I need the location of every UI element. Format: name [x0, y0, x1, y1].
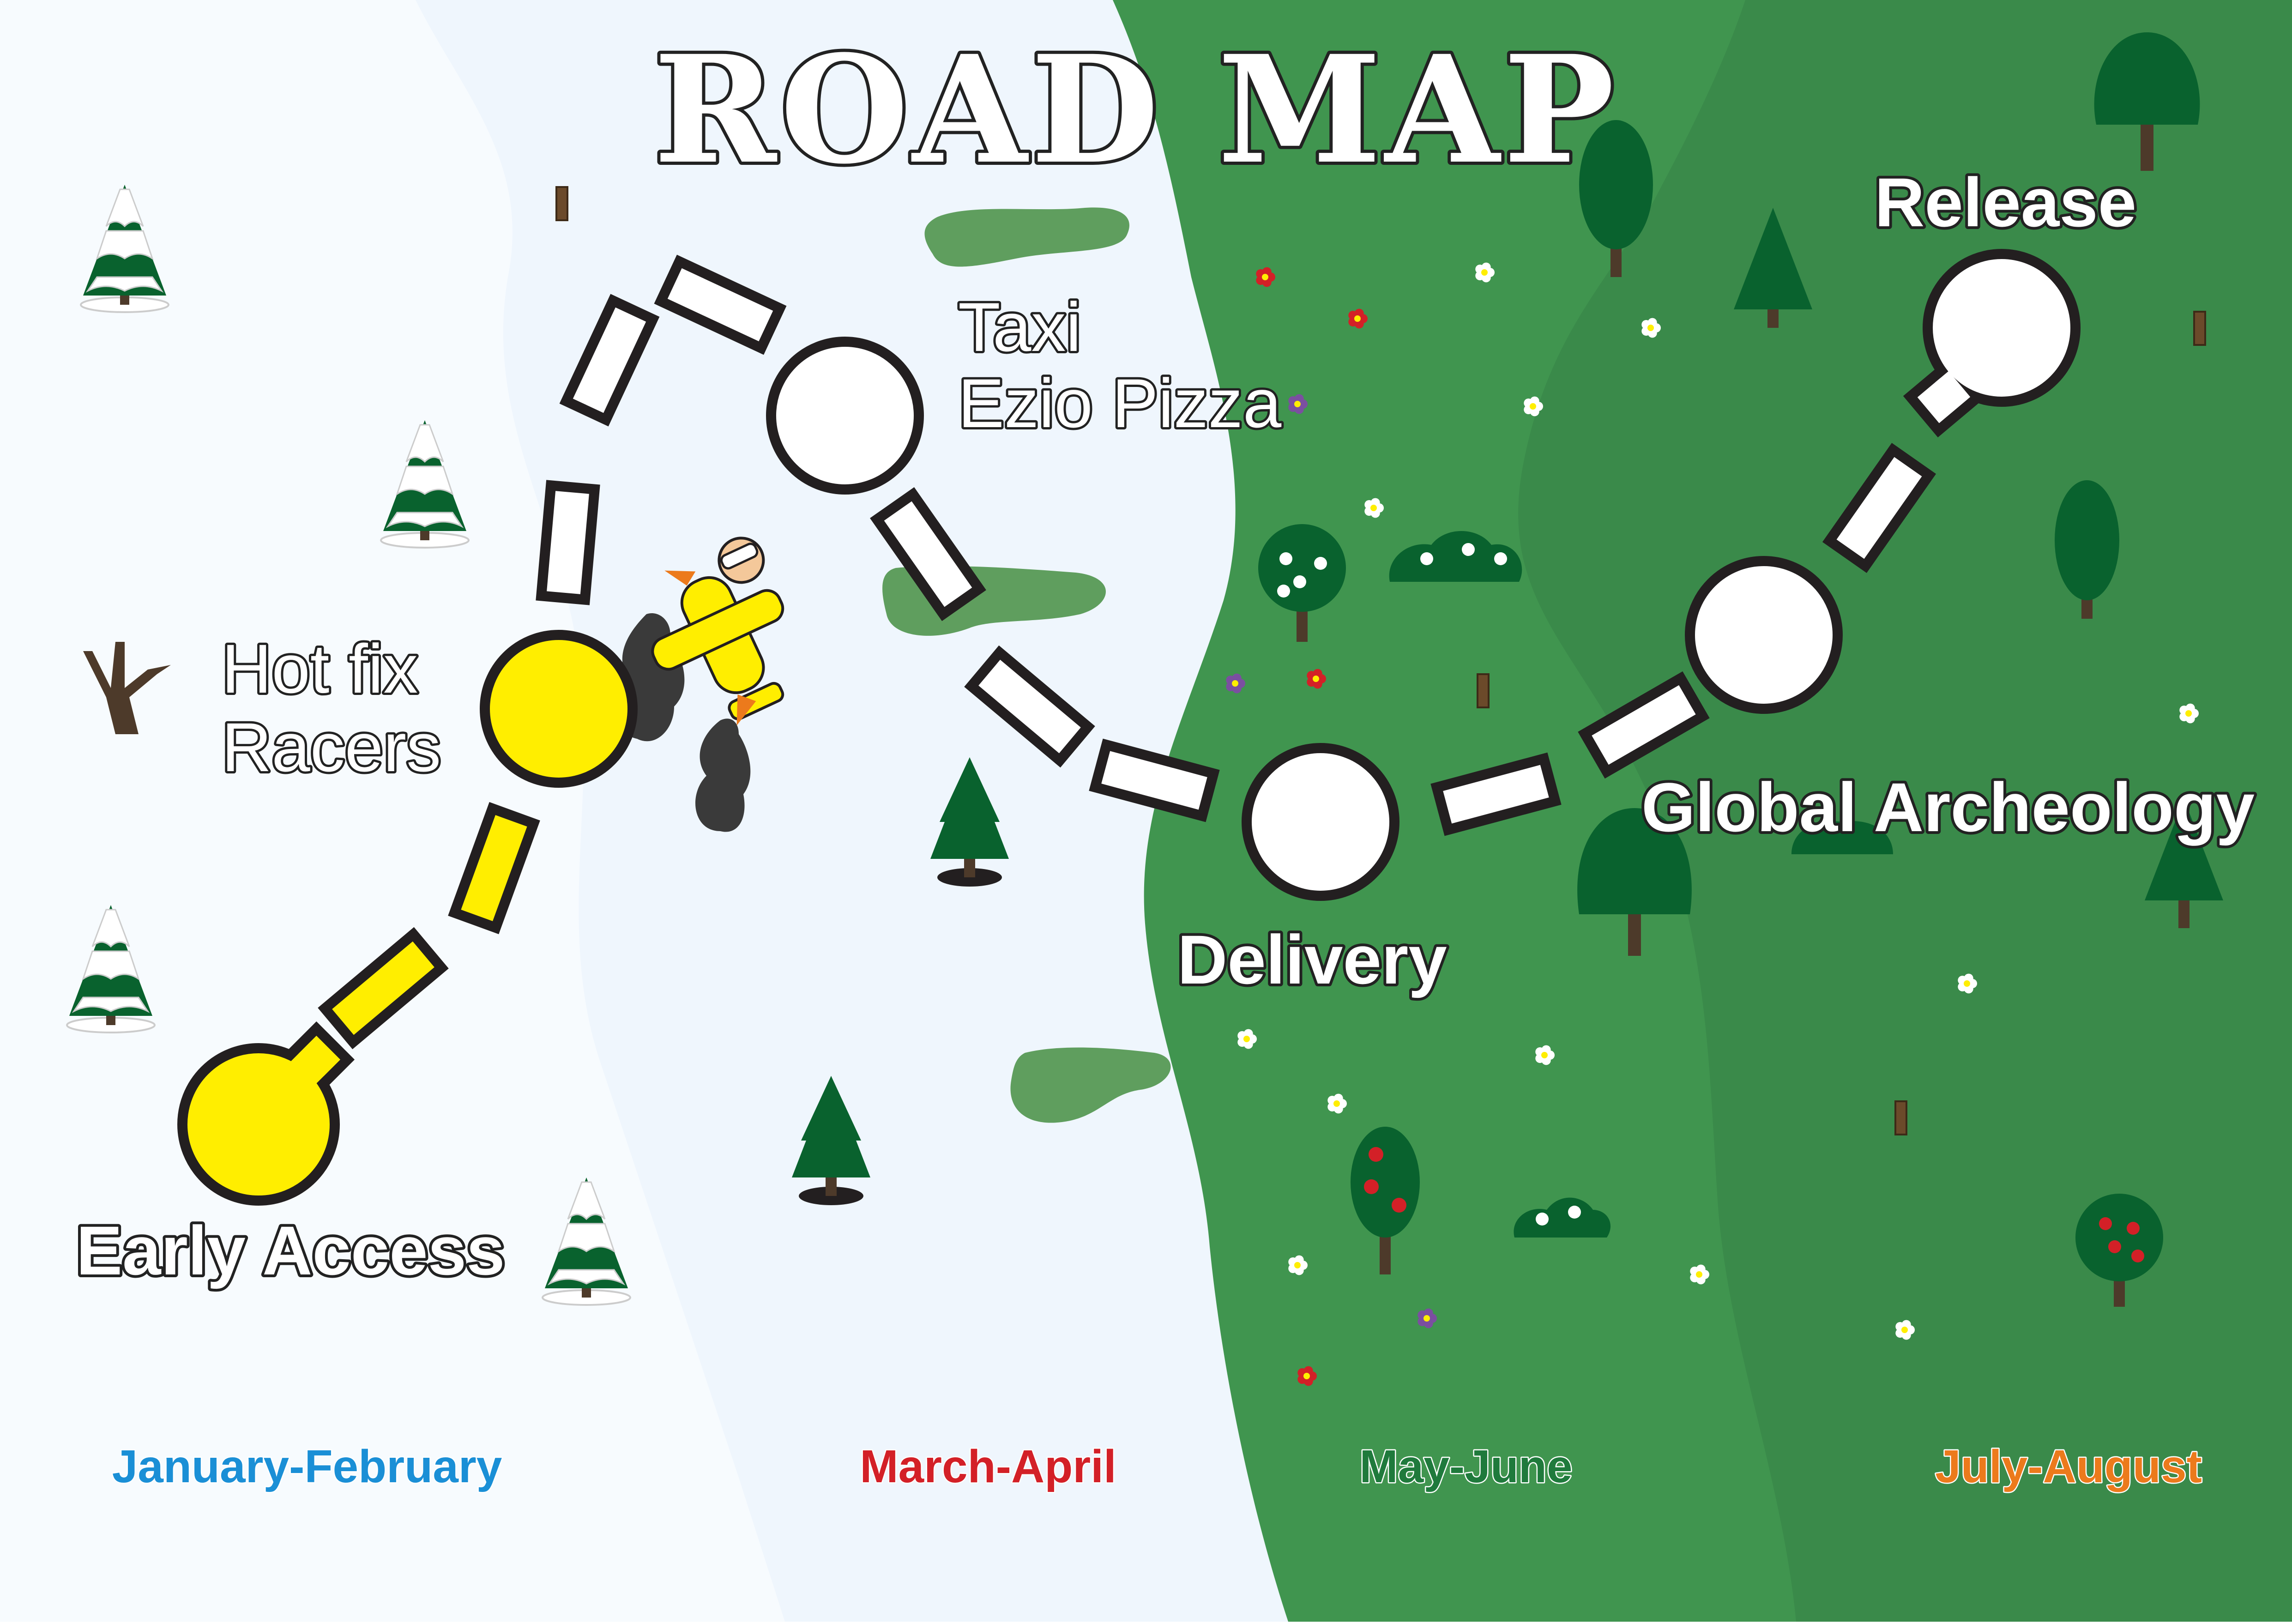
- bush-icon: [1514, 1197, 1611, 1238]
- route-dash: [870, 487, 986, 621]
- milestone-taxi: [766, 337, 924, 495]
- round-tree-icon: [1351, 1127, 1420, 1274]
- milestone-label-hot-fix: Hot fix: [222, 630, 418, 707]
- milestone-label-early-access: Early Access: [76, 1212, 505, 1289]
- milestone-hot-fix: [480, 630, 638, 788]
- route-dash: [964, 645, 1095, 768]
- bush-icon: [1791, 821, 1893, 854]
- page-title: ROAD MAP: [654, 24, 1618, 197]
- pond-icon: [1010, 1047, 1171, 1123]
- flower-icon: [1348, 308, 1368, 329]
- stump-icon: [555, 186, 568, 221]
- snowy-pine-icon: [66, 905, 156, 1033]
- snowy-pine-icon: [542, 1177, 631, 1306]
- pine-tree-icon: [2145, 799, 2223, 928]
- route-dash: [318, 927, 449, 1050]
- flower-icon: [1524, 396, 1543, 417]
- flower-icon: [1895, 1320, 1915, 1340]
- pine-tree-icon: [792, 1076, 870, 1205]
- stump-icon: [1477, 673, 1490, 708]
- route-dash: [1089, 738, 1220, 822]
- flower-icon: [1958, 973, 1977, 994]
- flower-icon: [1417, 1308, 1437, 1328]
- flower-icon: [1288, 394, 1308, 414]
- milestone-global-archeology: [1685, 556, 1843, 714]
- pine-tree-icon: [1734, 208, 1812, 328]
- flower-icon: [1256, 267, 1275, 287]
- milestone-label-delivery: Delivery: [1177, 921, 1447, 998]
- round-tree-icon: [2094, 32, 2200, 171]
- milestone-release: [1903, 249, 2081, 438]
- round-tree-icon: [1577, 808, 1692, 956]
- round-tree-icon: [1258, 524, 1346, 642]
- flower-icon: [1237, 1029, 1257, 1049]
- milestone-circles: [177, 249, 2081, 1206]
- round-tree-icon: [1579, 120, 1653, 277]
- pond-icon: [924, 207, 1129, 267]
- pine-tree-icon: [930, 757, 1009, 887]
- flower-icon: [1364, 498, 1384, 518]
- milestone-label-taxi: Ezio Pizza: [958, 364, 1282, 442]
- milestone-label-hot-fix: Racers: [222, 708, 441, 786]
- snowy-pine-icon: [380, 420, 470, 549]
- period-label: January-February: [112, 1441, 502, 1492]
- flower-icon: [1226, 673, 1245, 694]
- flower-icon: [1307, 669, 1326, 689]
- period-label: July-August: [1935, 1441, 2202, 1492]
- flower-icon: [1641, 318, 1661, 338]
- period-label: March-April: [860, 1441, 1116, 1492]
- period-label: May-June: [1359, 1441, 1572, 1492]
- flower-icon: [1288, 1255, 1308, 1275]
- milestone-label-release: Release: [1875, 163, 2136, 241]
- route-dash: [448, 802, 540, 935]
- route-dash: [1578, 671, 1710, 779]
- stump-icon: [1894, 1100, 1907, 1135]
- stump-icon: [2193, 311, 2206, 346]
- bush-icon: [1389, 531, 1522, 582]
- flower-icon: [2179, 703, 2199, 724]
- milestone-label-taxi: Taxi: [958, 288, 1081, 366]
- milestone-delivery: [1242, 743, 1399, 901]
- plane-icon: [651, 537, 784, 725]
- flower-icon: [1327, 1093, 1347, 1114]
- route-dash: [536, 480, 600, 605]
- milestone-label-global-archeology: Global Archeology: [1641, 768, 2255, 846]
- flower-icon: [1226, 262, 2199, 1386]
- round-tree-icon: [2055, 480, 2119, 619]
- route-dash: [654, 254, 787, 355]
- flower-icon: [1297, 1366, 1317, 1386]
- period-labels: January-February March-April May-June July-…: [111, 1440, 2203, 1494]
- dead-tree-icon: [83, 642, 171, 734]
- route-dashes: [318, 254, 1936, 1050]
- flower-icon: [1535, 1045, 1555, 1065]
- snowy-pine-icon: [80, 185, 169, 313]
- milestone-early-access: [177, 1021, 355, 1206]
- round-tree-icon: [2075, 1194, 2163, 1307]
- route-dash: [1822, 443, 1936, 573]
- flower-icon: [1690, 1264, 1709, 1285]
- route-dash: [1430, 752, 1562, 836]
- flower-icon: [1475, 262, 1495, 283]
- route-dash: [559, 294, 660, 427]
